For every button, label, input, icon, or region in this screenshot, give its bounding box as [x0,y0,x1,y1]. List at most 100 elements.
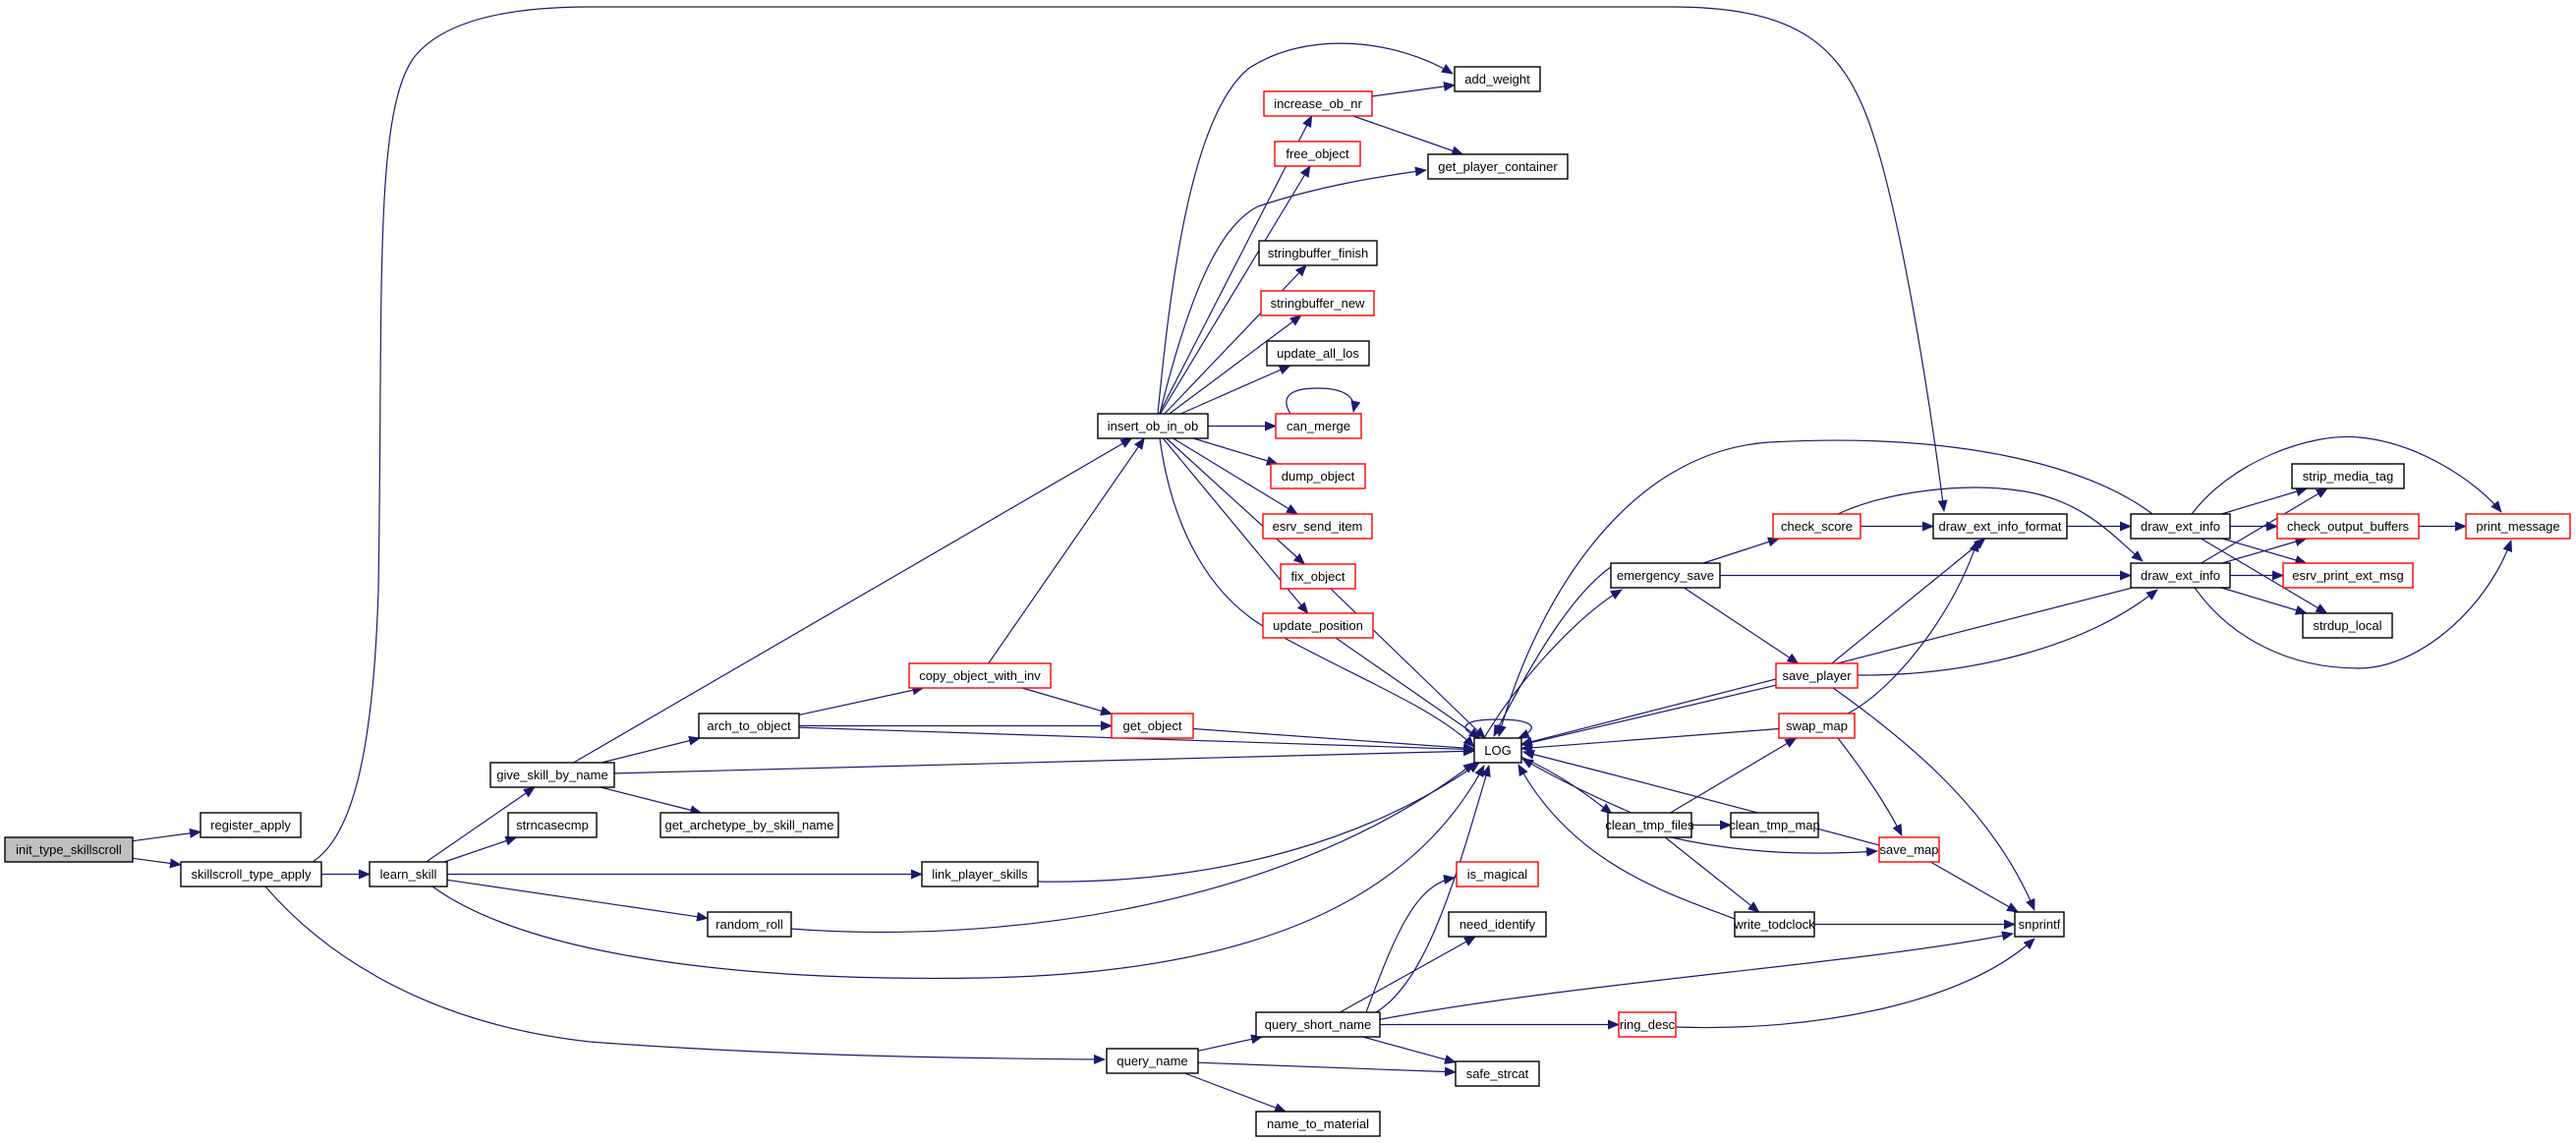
node-label: give_skill_by_name [496,768,607,782]
edge-draw_ext_info_b-to-check_output_buffers [2221,537,2308,564]
node-esrv-send-item[interactable]: esrv_send_item [1262,513,1373,540]
node-safe-strcat[interactable]: safe_strcat [1455,1060,1540,1087]
edge-save_player-to-draw_ext_info_b [1857,589,2158,676]
node-give-skill-by-name[interactable]: give_skill_by_name [489,762,615,788]
edge-increase_ob_nr-to-get_player_container [1352,115,1464,156]
node-label: safe_strcat [1466,1066,1529,1081]
node-clean-tmp-files[interactable]: clean_tmp_files [1605,812,1694,838]
node-box [180,861,322,887]
node-label: add_weight [1464,72,1530,86]
node-dump-object[interactable]: dump_object [1270,463,1366,489]
node-query-name[interactable]: query_name [1106,1048,1199,1074]
node-query-short-name[interactable]: query_short_name [1255,1011,1381,1038]
node-get-object[interactable]: get_object [1111,713,1194,739]
node-save-map[interactable]: save_map [1878,836,1940,863]
node-label: update_all_los [1277,346,1359,361]
node-box [1607,812,1692,838]
node-print-message[interactable]: print_message [2465,513,2571,540]
node-label: query_short_name [1265,1017,1371,1032]
node-box [2282,562,2414,589]
edge-LOG-to-LOG [1464,718,1532,739]
node-box [1455,1060,1540,1087]
node-strdup-local[interactable]: strdup_local [2302,612,2393,639]
node-check-score[interactable]: check_score [1772,513,1861,540]
node-draw-ext-info-b[interactable]: draw_ext_info [2130,562,2231,589]
node-is-magical[interactable]: is_magical [1456,861,1539,887]
node-check-output-buffers[interactable]: check_output_buffers [2276,513,2420,540]
node-increase-ob-nr[interactable]: increase_ob_nr [1263,90,1373,117]
node-box [1270,463,1366,489]
node-emergency-save[interactable]: emergency_save [1610,562,1721,589]
node-ring-desc[interactable]: ring_desc [1618,1011,1677,1038]
node-swap-map[interactable]: swap_map [1778,713,1856,739]
edges-layer [132,6,2513,1113]
node-box [2130,562,2231,589]
node-free-object[interactable]: free_object [1274,141,1361,167]
node-register-apply[interactable]: register_apply [200,812,302,838]
node-copy-object-with-inv[interactable]: copy_object_with_inv [908,662,1052,689]
node-random-roll[interactable]: random_roll [707,911,792,938]
node-snprintf[interactable]: snprintf [2014,911,2065,938]
node-label: insert_ob_in_ob [1108,419,1199,433]
node-label: strncasecmp [516,818,589,832]
edge-copy_object_with_inv-to-get_object [1021,687,1113,716]
node-get-player-container[interactable]: get_player_container [1427,153,1569,180]
node-box [1260,290,1375,316]
edge-query_short_name-to-LOG [1375,765,1491,1013]
node-draw-ext-info-format[interactable]: draw_ext_info_format [1932,513,2068,540]
node-box [1255,1111,1381,1137]
node-write-todclock[interactable]: write_todclock [1733,911,1815,938]
node-link-player-skills[interactable]: link_player_skills [921,861,1039,887]
node-clean-tmp-map[interactable]: clean_tmp_map [1729,812,1820,838]
node-name-to-material[interactable]: name_to_material [1255,1111,1381,1137]
edge-draw_ext_info_a-to-strip_media_tag [2221,486,2309,515]
node-fix-object[interactable]: fix_object [1280,563,1356,590]
node-box [1262,513,1373,540]
node-learn-skill[interactable]: learn_skill [369,861,448,887]
node-box [1255,1011,1381,1038]
node-need-identify[interactable]: need_identify [1448,911,1547,938]
node-skillscroll-type-apply[interactable]: skillscroll_type_apply [180,861,322,887]
edge-copy_object_with_inv-to-insert_ob_in_ob [988,437,1145,664]
node-LOG[interactable]: LOG [1473,737,1522,764]
node-label: clean_tmp_files [1605,818,1694,832]
node-box [200,812,302,838]
edge-insert_ob_in_ob-to-stringbuffer_new [1169,314,1302,415]
node-stringbuffer-new[interactable]: stringbuffer_new [1260,290,1375,316]
edge-init_type_skillscroll-to-register_apply [132,828,201,842]
node-label: fix_object [1291,569,1345,584]
node-box [1448,911,1547,938]
node-box [1618,1011,1677,1038]
node-draw-ext-info-a[interactable]: draw_ext_info [2130,513,2231,540]
edge-insert_ob_in_ob-to-fix_object [1166,437,1306,565]
node-update-position[interactable]: update_position [1262,612,1374,639]
edge-insert_ob_in_ob-to-get_player_container [1159,166,1427,415]
node-insert-ob-in-ob[interactable]: insert_ob_in_ob [1097,413,1209,439]
node-stringbuffer-finish[interactable]: stringbuffer_finish [1258,240,1378,266]
node-label: random_roll [716,917,783,932]
node-strncasecmp[interactable]: strncasecmp [507,812,598,838]
node-strip-media-tag[interactable]: strip_media_tag [2291,463,2405,489]
node-label: LOG [1484,743,1511,758]
edge-learn_skill-to-give_skill_by_name [426,786,536,863]
node-save-player[interactable]: save_player [1775,662,1859,689]
node-init-type-skillscroll[interactable]: init_type_skillscroll [4,836,134,863]
node-box [2302,612,2393,639]
edge-LOG-to-emergency_save [1483,589,1623,739]
node-label: snprintf [2019,917,2061,932]
edge-query_name-to-query_short_name [1197,1034,1264,1052]
node-box [4,836,134,863]
node-update-all-los[interactable]: update_all_los [1266,340,1370,367]
edge-give_skill_by_name-to-LOG [613,746,1475,774]
node-esrv-print-ext-msg[interactable]: esrv_print_ext_msg [2282,562,2414,589]
node-get-archetype-by-skill-name[interactable]: get_archetype_by_skill_name [659,812,839,838]
node-box [1473,737,1522,764]
node-box [1932,513,2068,540]
node-arch-to-object[interactable]: arch_to_object [698,713,800,739]
node-label: can_merge [1287,419,1350,433]
node-add-weight[interactable]: add_weight [1454,66,1541,92]
node-can-merge[interactable]: can_merge [1275,413,1362,439]
edge-query_short_name-to-is_magical [1365,874,1456,1013]
edge-insert_ob_in_ob-to-esrv_send_item [1173,437,1298,515]
node-box [1274,141,1361,167]
